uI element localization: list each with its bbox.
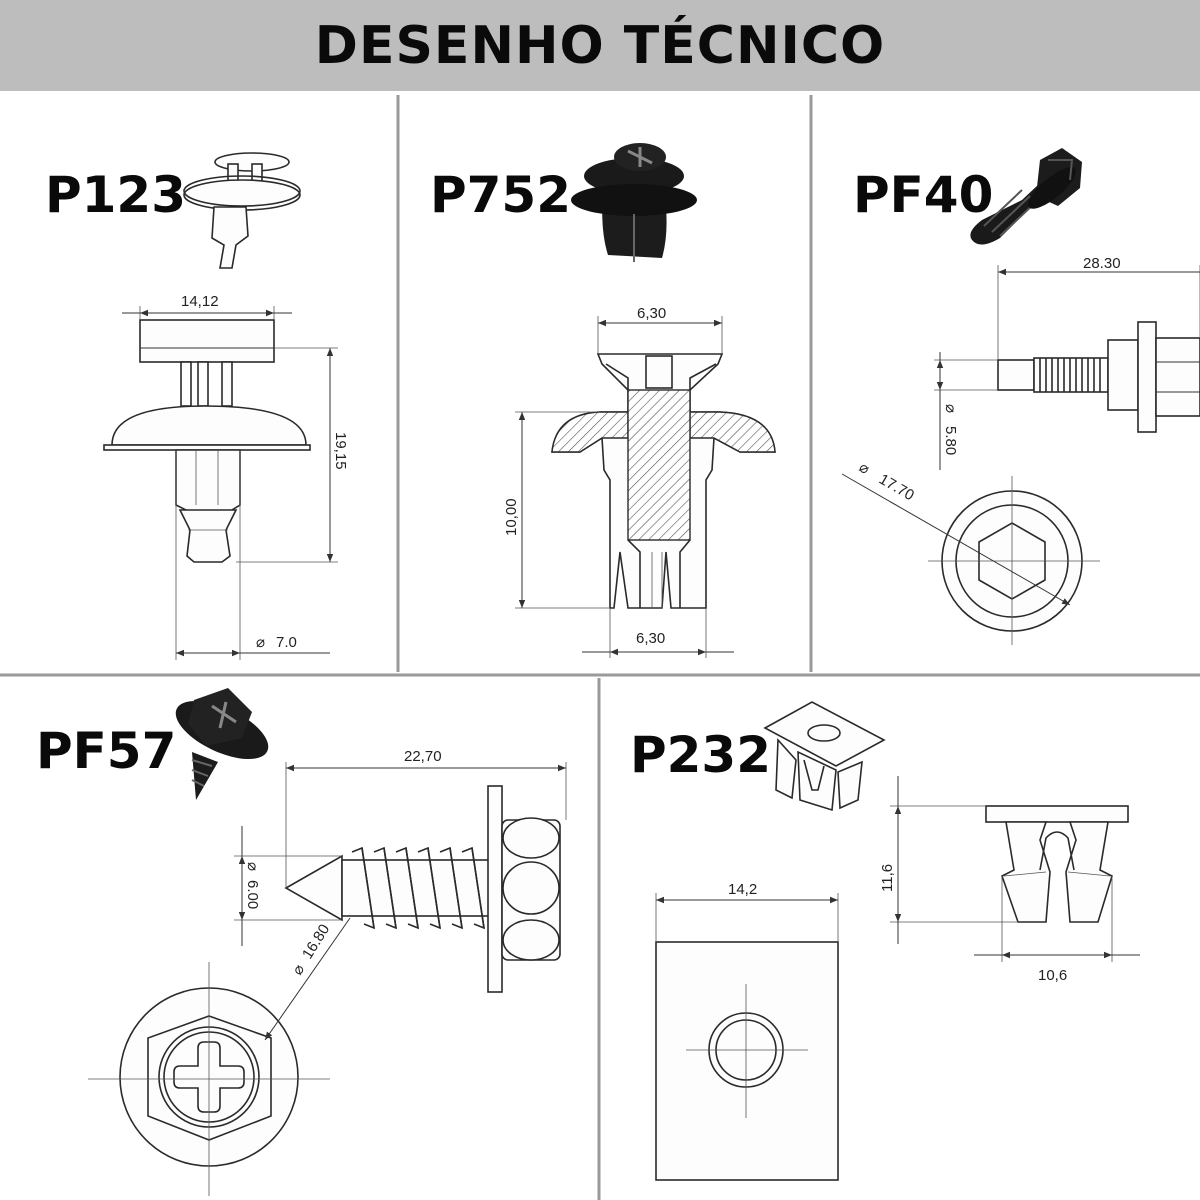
p752-dimensions: 6,30 10,00 6,30 xyxy=(503,305,734,658)
p232-dim-bottom: 10,6 xyxy=(1038,967,1067,984)
pf57-thumbnail xyxy=(175,688,269,800)
part-code-p232: P232 xyxy=(630,726,771,784)
pf57-diameter-symbol-head: ⌀ xyxy=(289,961,308,978)
p752-dim-bottom: 6,30 xyxy=(636,630,665,647)
p123-dim-diameter: 7.0 xyxy=(276,634,297,651)
p752-thumbnail xyxy=(571,143,697,262)
pf57-drawing xyxy=(88,785,561,1196)
p232-dim-width: 14,2 xyxy=(728,881,757,898)
p123-diameter-symbol: ⌀ xyxy=(256,634,265,651)
panel-separators xyxy=(0,95,1200,1200)
part-code-pf57: PF57 xyxy=(36,722,176,780)
pf40-drawing xyxy=(928,321,1200,645)
part-code-p752: P752 xyxy=(430,166,571,224)
pf57-dim-length: 22,70 xyxy=(404,748,442,765)
p232-thumbnail xyxy=(763,701,886,812)
p752-dim-top: 6,30 xyxy=(637,305,666,322)
panel-pf57: PF57 xyxy=(36,688,567,1196)
p232-dim-height: 11,6 xyxy=(879,864,896,892)
pf40-dim-head: 17.70 xyxy=(876,471,917,504)
p123-dimensions: 14,12 19,15 ⌀ 7.0 xyxy=(122,293,349,660)
p123-thumbnail xyxy=(183,152,301,269)
pf57-diameter-symbol-shaft: ⌀ xyxy=(244,862,261,871)
p123-dim-width: 14,12 xyxy=(181,293,219,310)
p232-dimensions: 14,2 11,6 10,6 xyxy=(655,776,1140,984)
pf40-dim-shaft: 5.80 xyxy=(942,426,959,455)
pf40-thumbnail xyxy=(970,148,1082,245)
p752-dim-height: 10,00 xyxy=(503,498,520,536)
header-banner: DESENHO TÉCNICO xyxy=(0,0,1200,91)
p232-drawing xyxy=(655,805,1129,1181)
pf57-dim-shaft: 6.00 xyxy=(244,880,261,909)
part-code-pf40: PF40 xyxy=(853,166,993,224)
panel-pf40: PF40 xyxy=(841,148,1200,645)
pf40-diameter-symbol-head: ⌀ xyxy=(856,459,872,478)
pf57-dim-head: 16.80 xyxy=(299,921,333,962)
page-title: DESENHO TÉCNICO xyxy=(314,15,886,76)
panel-p752: P752 xyxy=(430,143,776,658)
panel-p232: P232 xyxy=(630,701,1140,1181)
p752-drawing xyxy=(551,353,776,609)
pf40-dim-length: 28.30 xyxy=(1083,255,1121,272)
panel-p123: P123 xyxy=(45,152,349,660)
p123-dim-height: 19,15 xyxy=(332,432,349,470)
pf40-diameter-symbol-shaft: ⌀ xyxy=(942,404,959,413)
p123-drawing xyxy=(103,319,311,563)
part-code-p123: P123 xyxy=(45,166,186,224)
